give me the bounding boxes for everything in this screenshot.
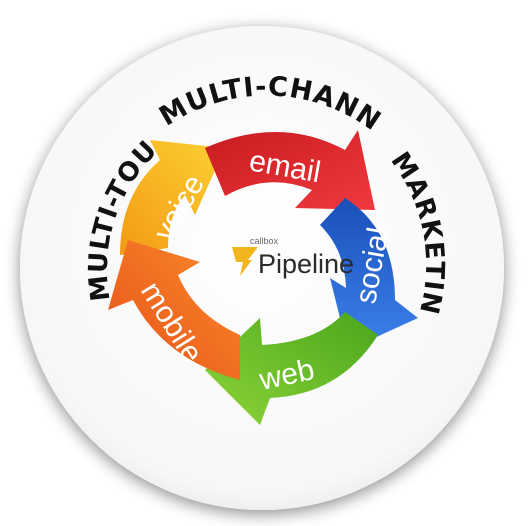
social-arrow: social xyxy=(320,198,418,350)
pipeline-logo-icon xyxy=(232,247,258,276)
email-arrow: email xyxy=(205,130,375,210)
background-disc xyxy=(20,26,504,510)
logo-name: Pipeline xyxy=(258,249,354,279)
pipeline-logo: callbox Pipeline xyxy=(232,236,354,279)
web-arrow: web xyxy=(205,312,378,425)
logo-small-text: callbox xyxy=(250,236,279,246)
voice-arrow: voice xyxy=(120,140,225,255)
